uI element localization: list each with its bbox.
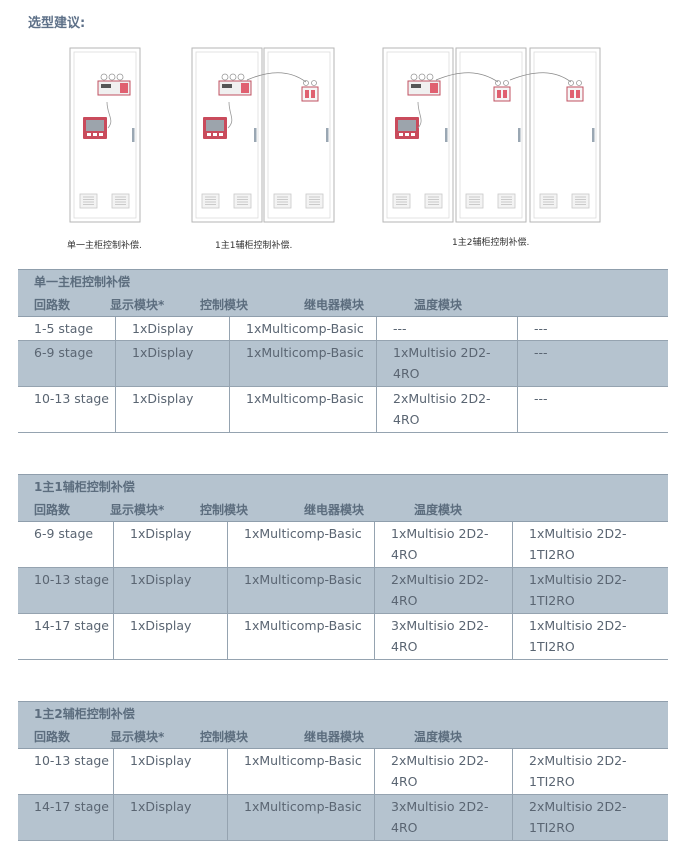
- cell-loops: 10-13 stage: [18, 387, 116, 432]
- col-header-display: 显示模块*: [110, 298, 165, 312]
- cell-loops: 10-13 stage: [18, 749, 114, 794]
- cell-temp: ---: [534, 391, 548, 406]
- page-heading: 选型建议:: [28, 16, 86, 31]
- cell-temp: ---: [534, 321, 548, 336]
- table-section-single: 单一主柜控制补偿 回路数 显示模块* 控制模块 继电器模块 温度模块 1-5 s…: [18, 269, 668, 433]
- cell-control: 1xMulticomp-Basic: [228, 614, 375, 659]
- cell-relay: 3xMultisio 2D2-4RO: [391, 799, 489, 835]
- cell-temp: 1xMultisio 2D2-1TI2RO: [529, 572, 627, 608]
- section-header: 单一主柜控制补偿 回路数 显示模块* 控制模块 继电器模块 温度模块: [18, 269, 668, 317]
- cell-loops: 6-9 stage: [18, 522, 114, 567]
- cell-control: 1xMulticomp-Basic: [228, 522, 375, 567]
- col-header-control: 控制模块: [200, 730, 249, 744]
- cell-temp: 2xMultisio 2D2-1TI2RO: [529, 753, 627, 789]
- cell-relay: ---: [377, 317, 518, 340]
- cell-relay: 2xMultisio 2D2-4RO: [391, 572, 489, 608]
- table-row: 14-17 stage 1xDisplay 1xMulticomp-Basic …: [18, 614, 668, 660]
- section-title: 1主1辅柜控制补偿: [34, 480, 135, 494]
- cell-control: 1xMulticomp-Basic: [230, 317, 377, 340]
- cell-relay: 2xMultisio 2D2-4RO: [393, 391, 491, 427]
- cell-relay: 1xMultisio 2D2-4RO: [393, 345, 491, 381]
- col-header-temp: 温度模块: [414, 298, 463, 312]
- cell-loops: 14-17 stage: [18, 614, 114, 659]
- col-header-relay: 继电器模块: [304, 298, 365, 312]
- caption-single: 单一主柜控制补偿.: [67, 241, 142, 251]
- col-header-relay: 继电器模块: [304, 503, 365, 517]
- cell-loops: 10-13 stage: [18, 568, 114, 613]
- cell-control: 1xMulticomp-Basic: [228, 749, 375, 794]
- section-header: 1主1辅柜控制补偿 回路数 显示模块* 控制模块 继电器模块 温度模块: [18, 474, 668, 522]
- caption-1-2: 1主2辅柜控制补偿.: [452, 238, 530, 248]
- section-header: 1主2辅柜控制补偿 回路数 显示模块* 控制模块 继电器模块 温度模块: [18, 701, 668, 749]
- col-header-loops: 回路数: [34, 730, 71, 744]
- cell-loops: 14-17 stage: [18, 795, 114, 840]
- cell-display: 1xDisplay: [114, 568, 228, 613]
- table-row: 6-9 stage 1xDisplay 1xMulticomp-Basic 1x…: [18, 341, 668, 387]
- col-header-loops: 回路数: [34, 503, 71, 517]
- col-header-control: 控制模块: [200, 298, 249, 312]
- cell-display: 1xDisplay: [116, 341, 230, 386]
- table-section-1-2: 1主2辅柜控制补偿 回路数 显示模块* 控制模块 继电器模块 温度模块 10-1…: [18, 701, 668, 841]
- col-header-temp: 温度模块: [414, 730, 463, 744]
- cell-control: 1xMulticomp-Basic: [230, 341, 377, 386]
- cell-display: 1xDisplay: [116, 387, 230, 432]
- cabinet-diagram: [0, 40, 689, 255]
- cell-relay: 2xMultisio 2D2-4RO: [391, 753, 489, 789]
- col-header-relay: 继电器模块: [304, 730, 365, 744]
- table-row: 14-17 stage 1xDisplay 1xMulticomp-Basic …: [18, 795, 668, 841]
- section-title: 1主2辅柜控制补偿: [34, 707, 135, 721]
- cell-relay: 1xMultisio 2D2-4RO: [391, 526, 489, 562]
- col-header-loops: 回路数: [34, 298, 71, 312]
- cell-display: 1xDisplay: [114, 614, 228, 659]
- cell-display: 1xDisplay: [114, 749, 228, 794]
- section-title: 单一主柜控制补偿: [34, 275, 131, 289]
- col-header-control: 控制模块: [200, 503, 249, 517]
- table-row: 10-13 stage 1xDisplay 1xMulticomp-Basic …: [18, 749, 668, 795]
- cell-display: 1xDisplay: [114, 522, 228, 567]
- cell-loops: 1-5 stage: [18, 317, 116, 340]
- table-row: 6-9 stage 1xDisplay 1xMulticomp-Basic 1x…: [18, 522, 668, 568]
- table-row: 10-13 stage 1xDisplay 1xMulticomp-Basic …: [18, 387, 668, 433]
- cell-display: 1xDisplay: [114, 795, 228, 840]
- table-section-1-1: 1主1辅柜控制补偿 回路数 显示模块* 控制模块 继电器模块 温度模块 6-9 …: [18, 474, 668, 660]
- cell-loops: 6-9 stage: [18, 341, 116, 386]
- cell-control: 1xMulticomp-Basic: [228, 568, 375, 613]
- table-row: 10-13 stage 1xDisplay 1xMulticomp-Basic …: [18, 568, 668, 614]
- cell-temp: 1xMultisio 2D2-1TI2RO: [529, 618, 627, 654]
- col-header-display: 显示模块*: [110, 503, 165, 517]
- caption-1-1: 1主1辅柜控制补偿.: [215, 241, 293, 251]
- col-header-temp: 温度模块: [414, 503, 463, 517]
- cell-display: 1xDisplay: [116, 317, 230, 340]
- table-row: 1-5 stage 1xDisplay 1xMulticomp-Basic --…: [18, 317, 668, 341]
- cell-relay: 3xMultisio 2D2-4RO: [391, 618, 489, 654]
- cell-temp: 2xMultisio 2D2-1TI2RO: [529, 799, 627, 835]
- cell-control: 1xMulticomp-Basic: [228, 795, 375, 840]
- cell-temp: 1xMultisio 2D2-1TI2RO: [529, 526, 627, 562]
- cell-temp: ---: [534, 345, 548, 360]
- cell-control: 1xMulticomp-Basic: [230, 387, 377, 432]
- col-header-display: 显示模块*: [110, 730, 165, 744]
